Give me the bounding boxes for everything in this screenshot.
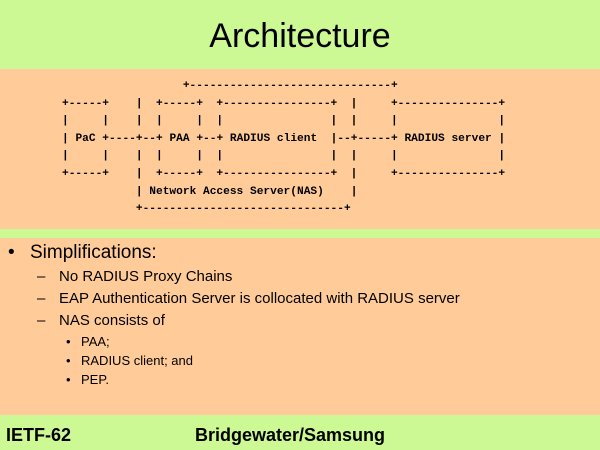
list-item-text: EAP Authentication Server is collocated … [59, 290, 460, 307]
diagram-line: +-----+ | +-----+ +----------------+ | +… [62, 97, 506, 110]
list-item-text: No RADIUS Proxy Chains [59, 268, 233, 285]
pac-label: PaC [75, 132, 96, 145]
diagram-line: | PaC +----+--+ PAA +--+ RADIUS client |… [62, 132, 506, 145]
footer-authors: Bridgewater/Samsung [195, 425, 386, 445]
nas-label: Network Access Server(NAS) [149, 185, 324, 198]
divider-stripe [0, 229, 600, 238]
sub-list-item-text: PAA; [81, 334, 110, 349]
bullet-marker: • [66, 353, 71, 368]
dash-marker: – [37, 290, 46, 307]
diagram-line: +------------------------------+ [62, 203, 351, 216]
sub-list-item-text: RADIUS client; and [81, 353, 193, 368]
paa-label: PAA [169, 132, 190, 145]
diagram-line: | | | | | | | | | | [62, 150, 506, 163]
architecture-diagram-band: +------------------------------+ +-----+… [0, 69, 600, 229]
diagram-line: | Network Access Server(NAS) | [62, 185, 358, 198]
diagram-line: | | | | | | | | | | [62, 115, 506, 128]
diagram-line: +------------------------------+ [62, 80, 398, 92]
ascii-architecture-diagram: +------------------------------+ +-----+… [62, 78, 505, 219]
slide-title: Architecture [209, 17, 391, 55]
bullet-marker: • [8, 242, 15, 263]
bullet-content: • Simplifications: – No RADIUS Proxy Cha… [0, 238, 600, 415]
sub-list-item-text: PEP. [81, 372, 109, 387]
title-band: Architecture [0, 0, 600, 69]
dash-marker: – [37, 312, 46, 329]
diagram-line: +-----+ | +-----+ +----------------+ | +… [62, 167, 506, 180]
list-item-text: NAS consists of [59, 312, 165, 329]
bullet-marker: • [66, 372, 71, 387]
bullet-heading-text: Simplifications: [30, 242, 157, 263]
radius-client-label: RADIUS client [229, 132, 318, 145]
footer-event: IETF-62 [6, 425, 72, 445]
bullet-marker: • [66, 334, 71, 349]
radius-server-label: RADIUS server [404, 132, 492, 145]
slide-footer: IETF-62 Bridgewater/Samsung [0, 415, 600, 450]
dash-marker: – [37, 268, 46, 285]
